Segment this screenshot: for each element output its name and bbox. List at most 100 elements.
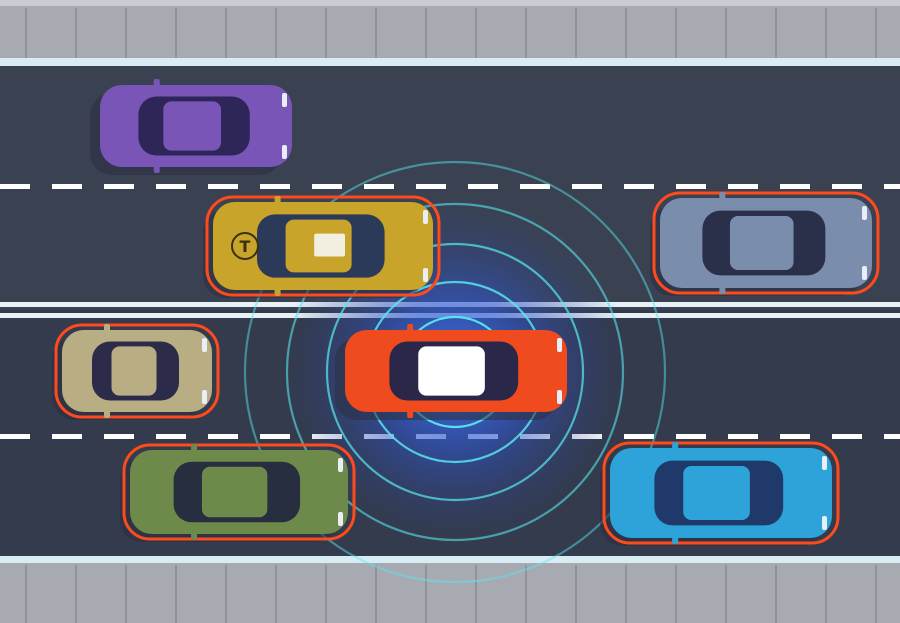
sidewalk-joint [425, 565, 427, 623]
lane-dash [572, 184, 602, 189]
taxi-car: T [203, 195, 441, 298]
headlight [862, 206, 867, 220]
lane-dash [676, 434, 706, 439]
purple-car [90, 79, 292, 175]
mirror [407, 408, 414, 418]
lane-dash [0, 184, 30, 189]
lane-dash [676, 184, 706, 189]
sidewalk-joint [425, 8, 427, 58]
sidewalk-joint [625, 8, 627, 58]
sidewalk-joint [475, 565, 477, 623]
mirror [191, 530, 198, 540]
mirror [104, 408, 110, 418]
sidewalk-joint [675, 565, 677, 623]
sensor-ring [285, 202, 625, 542]
mirror [672, 442, 679, 452]
lane-dash [884, 434, 900, 439]
headlight [822, 456, 827, 470]
sensor-ring [325, 242, 585, 502]
sidewalk-joint [875, 565, 877, 623]
sidewalk-joint [275, 8, 277, 58]
lane-dash [364, 184, 394, 189]
sidewalk-joint [775, 8, 777, 58]
car-roof [201, 466, 268, 518]
mirror [719, 284, 726, 294]
sidewalk-joint [825, 565, 827, 623]
lane-dash [624, 434, 654, 439]
lane-dash [312, 184, 342, 189]
mirror [719, 192, 726, 202]
lane-dash [156, 434, 186, 439]
lane-dash [728, 184, 758, 189]
sidewalk-joint [175, 565, 177, 623]
car-roof [729, 216, 794, 270]
sidewalk-joint [575, 8, 577, 58]
headlight [423, 210, 428, 224]
sidewalk-joint [325, 8, 327, 58]
mirror [407, 324, 414, 334]
headlight [202, 338, 207, 352]
green-car [120, 443, 356, 542]
lane-dash [780, 434, 810, 439]
headlight [338, 458, 343, 472]
lane-dash [52, 434, 82, 439]
sidewalk-joint [175, 8, 177, 58]
lane-dash [832, 184, 862, 189]
detection-outline [602, 441, 840, 545]
teal-car [600, 441, 840, 546]
lane-dash [416, 184, 446, 189]
lane-dash [260, 184, 290, 189]
sidewalk-joint [525, 8, 527, 58]
sidewalk-joint [75, 8, 77, 58]
sidewalk-joint [75, 565, 77, 623]
headlight [822, 516, 827, 530]
headlight [338, 512, 343, 526]
lane-dash [208, 184, 238, 189]
top-sidewalk [0, 0, 900, 66]
detection-outline [652, 191, 880, 295]
lane-dash [468, 184, 498, 189]
beige-car [52, 323, 220, 420]
sidewalk-joint [375, 565, 377, 623]
detection-outline [54, 323, 220, 419]
mirror [104, 324, 110, 334]
lane-dash [260, 434, 290, 439]
detection-outline [205, 195, 441, 297]
sidewalk-joint [875, 8, 877, 58]
mirror [191, 444, 198, 454]
headlight [557, 338, 562, 352]
sidewalk-joint [725, 8, 727, 58]
mirror [153, 79, 160, 89]
mirror [672, 534, 679, 544]
taxi-badge-letter: T [240, 237, 251, 256]
taxi-badge-circle [231, 232, 259, 260]
headlight [862, 266, 867, 280]
sidewalk-joint [275, 565, 277, 623]
gray-blue-car [650, 191, 880, 296]
lane-dash [208, 434, 238, 439]
sidewalk-joint [325, 565, 327, 623]
sidewalk-joint [775, 565, 777, 623]
bottom-sidewalk [0, 556, 900, 623]
sidewalk-joint [375, 8, 377, 58]
taxi-roof-sign [314, 233, 345, 257]
car-roof [418, 346, 485, 396]
detection-outline [122, 443, 356, 541]
lane-dash [104, 184, 134, 189]
sidewalk-joint [725, 565, 727, 623]
car-roof [683, 466, 750, 520]
lane-dash [884, 184, 900, 189]
lane-dash [832, 434, 862, 439]
lane-dash [52, 184, 82, 189]
sidewalk-joint [25, 565, 27, 623]
lane-dash [0, 434, 30, 439]
sidewalk-joint [675, 8, 677, 58]
sidewalk-joint [525, 565, 527, 623]
sidewalk-joint [25, 8, 27, 58]
sidewalk-joint [575, 565, 577, 623]
sidewalk-joint [825, 8, 827, 58]
car-roof [111, 346, 157, 396]
headlight [423, 268, 428, 282]
mirror [274, 286, 281, 296]
